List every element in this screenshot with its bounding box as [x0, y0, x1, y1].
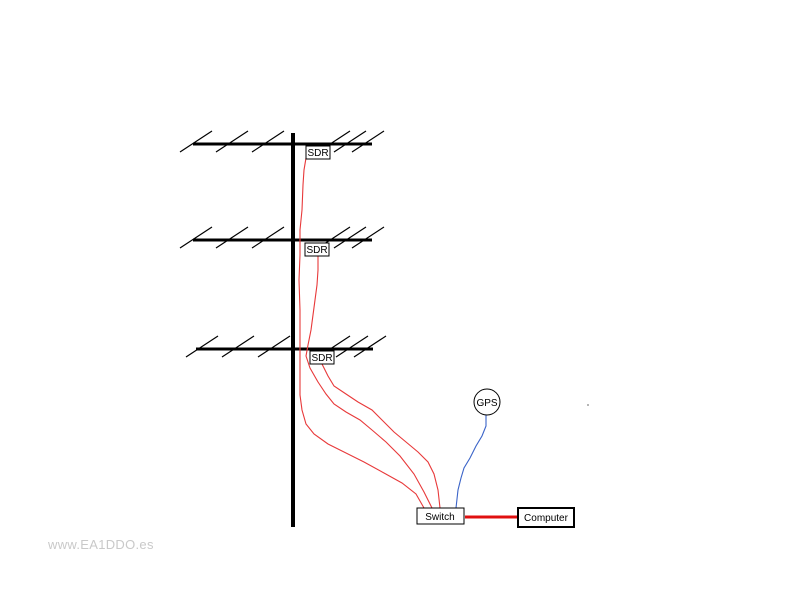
yagi-antenna-middle	[179, 226, 385, 249]
sdr-label-bottom: SDR	[311, 353, 332, 364]
computer-label: Computer	[524, 513, 569, 524]
sdr-label-middle: SDR	[306, 245, 327, 256]
switch-label: Switch	[425, 512, 454, 523]
gps-receiver: GPS	[473, 388, 501, 416]
rf-cable-top	[298, 157, 425, 509]
sdr-box-top: SDR	[305, 145, 331, 160]
yagi-antenna-top	[179, 130, 385, 153]
gps-label: GPS	[476, 398, 497, 409]
network-switch: Switch	[416, 507, 465, 525]
sdr-box-bottom: SDR	[309, 350, 335, 365]
watermark: www.EA1DDO.es	[48, 537, 154, 552]
sdr-box-middle: SDR	[304, 242, 330, 257]
gps-cable	[455, 414, 487, 509]
computer: Computer	[517, 507, 575, 528]
stray-dot	[587, 404, 589, 406]
rf-cable-middle	[305, 256, 433, 509]
rf-cable-bottom	[321, 363, 441, 509]
yagi-antenna-bottom	[185, 335, 387, 358]
sdr-label-top: SDR	[307, 148, 328, 159]
